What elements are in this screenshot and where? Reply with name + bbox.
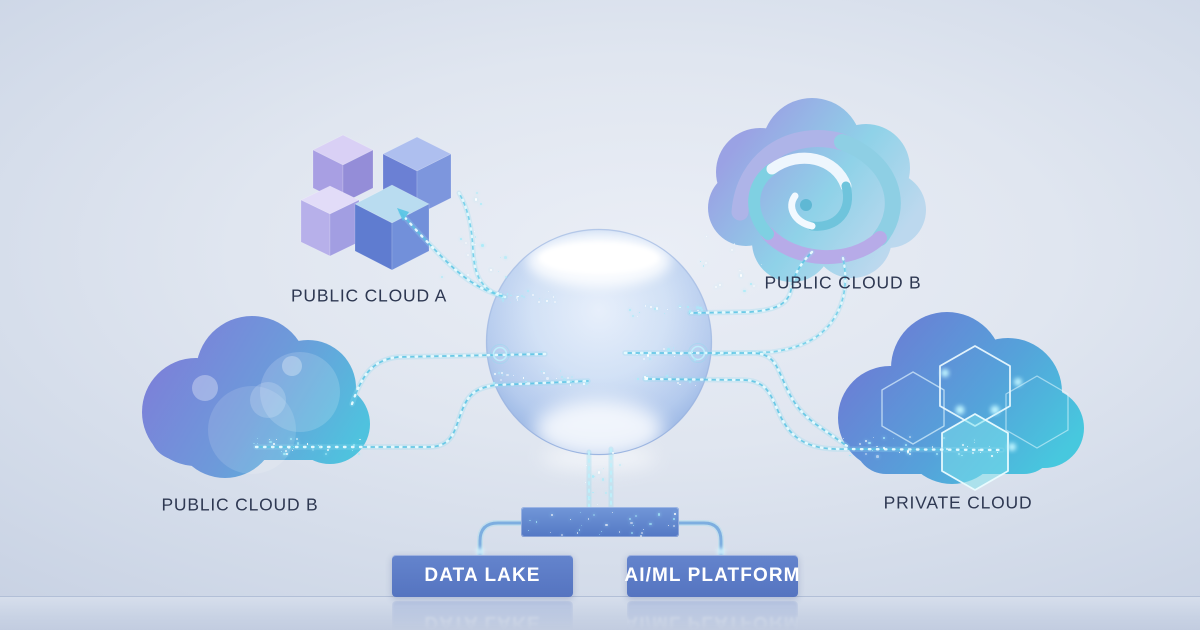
trace-private-cloud — [622, 343, 1005, 453]
trace-core-to-hub — [586, 446, 614, 511]
trace-arrowhead — [397, 208, 409, 221]
hexagon-grid — [881, 345, 1069, 491]
glass-sphere — [485, 228, 713, 471]
trace-hub-to-boxes — [476, 520, 725, 559]
trace-node-left — [492, 346, 508, 362]
connector-bar — [521, 507, 679, 537]
connection-traces — [253, 190, 1005, 559]
trace-public-cloud-b-left — [253, 344, 591, 450]
data-lake-box-reflection: DATA LAKE — [392, 601, 573, 630]
trace-node-right — [690, 345, 706, 361]
sphere-bottom-glow — [535, 400, 663, 454]
aiml-platform-box: AI/ML PLATFORM — [624, 555, 801, 597]
floor-reflection-plane — [0, 596, 1200, 630]
trace-public-cloud-b-top — [687, 249, 848, 357]
trace-public-cloud-a — [397, 190, 508, 300]
hexagon-glow-dots — [941, 369, 1022, 451]
aiml-platform-box-reflection: AI/ML PLATFORM — [624, 601, 801, 630]
data-lake-label: DATA LAKE — [424, 565, 541, 586]
swirl-cloud-icon — [708, 98, 926, 282]
private-cloud-label: PRIVATE CLOUD — [883, 492, 1033, 513]
cubes-3d-icon — [300, 134, 452, 271]
data-lake-box: DATA LAKE — [392, 555, 573, 597]
public-cloud-b-left-label: PUBLIC CLOUD B — [161, 494, 319, 515]
aiml-platform-label: AI/ML PLATFORM — [624, 565, 801, 586]
hexagon-cloud-icon — [838, 312, 1084, 491]
public-cloud-b-top-label: PUBLIC CLOUD B — [764, 272, 922, 293]
puffy-cloud-icon — [142, 316, 370, 478]
public-cloud-a-label: PUBLIC CLOUD A — [290, 285, 448, 306]
